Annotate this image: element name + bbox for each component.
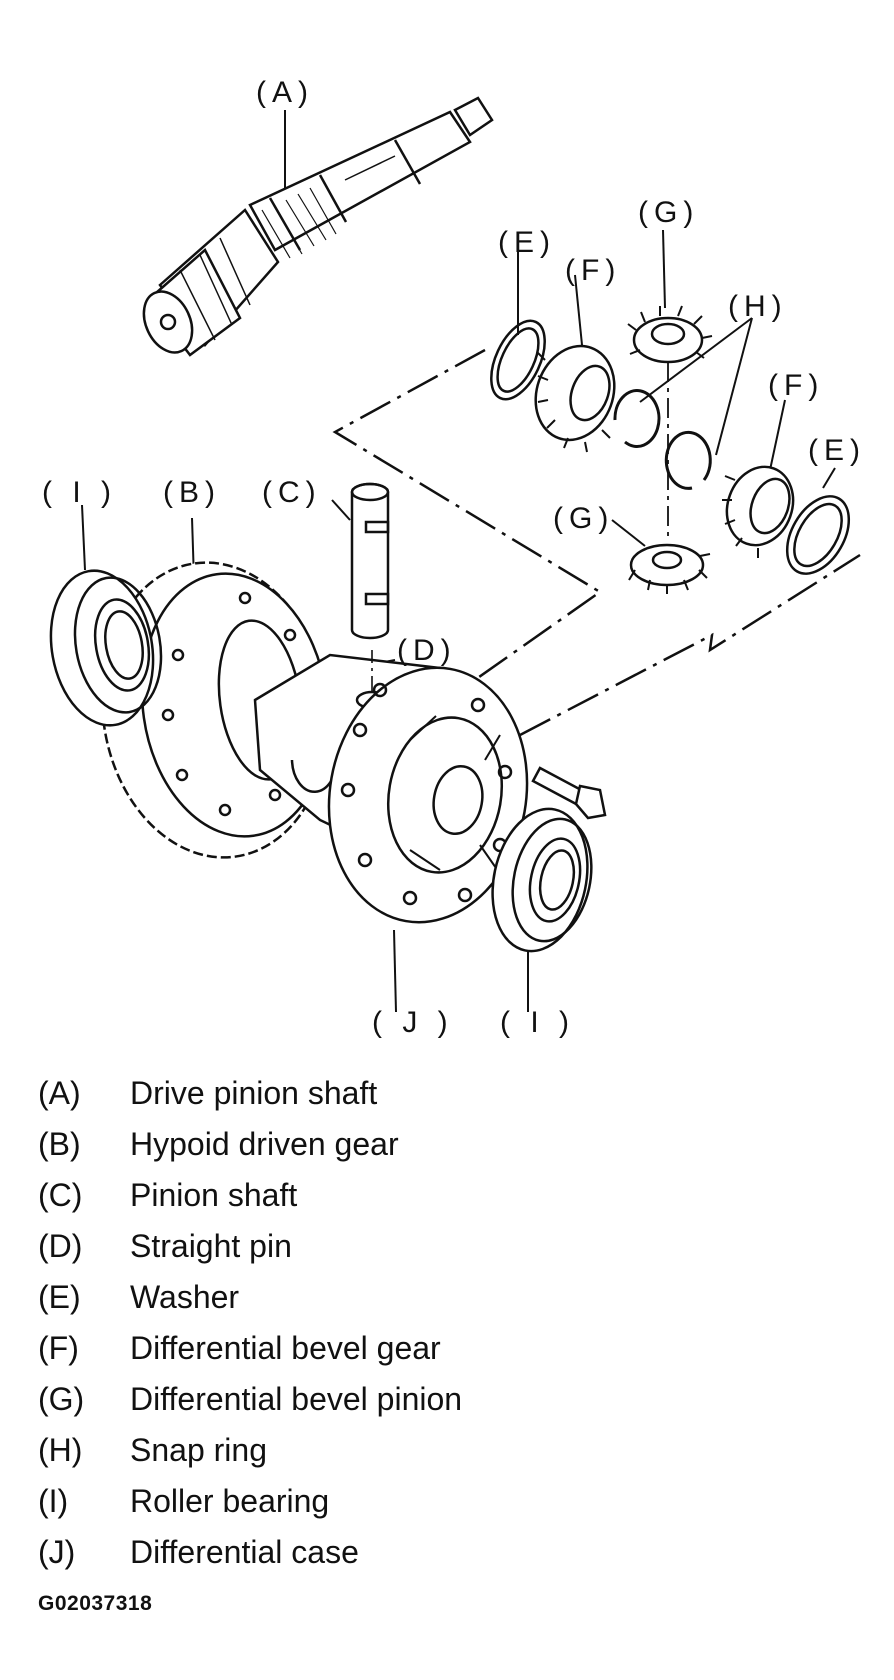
legend-text: Differential bevel pinion [130,1381,463,1417]
legend-key: (A) [38,1075,81,1111]
legend-text: Hypoid driven gear [130,1126,399,1162]
legend-row: (I) Roller bearing [38,1476,858,1527]
callout-j: ( J ) [372,1006,454,1039]
callout-f-lower: (F) [768,369,824,402]
assembly-outline [332,348,603,724]
assembly-outline-2 [519,553,861,737]
bevel-gear-lower [722,399,795,558]
legend-key: (D) [38,1228,83,1264]
legend-text: Washer [130,1279,240,1315]
legend-row: (E) Washer [38,1272,858,1323]
roller-bearing-left [49,504,163,727]
callout-g-upper: (G) [638,196,699,229]
callout-g-lower: (G) [553,502,614,535]
legend-row: (B) Hypoid driven gear [38,1119,858,1170]
legend-key: (F) [38,1330,79,1366]
bevel-pinion-lower [611,519,711,594]
legend-row: (H) Snap ring [38,1425,858,1476]
legend-row: (D) Straight pin [38,1221,858,1272]
parts-legend: (A) Drive pinion shaft (B) Hypoid driven… [38,1068,858,1578]
drive-pinion-shaft [142,96,494,357]
legend-text: Roller bearing [130,1483,330,1519]
callout-i-right: ( I ) [500,1006,575,1039]
differential-case [253,650,529,1013]
figure-id: G02037318 [38,1592,153,1615]
legend-key: (J) [38,1534,76,1570]
legend-key: (B) [38,1126,81,1162]
snap-rings [613,317,753,490]
legend-key: (E) [38,1279,81,1315]
callout-d: (D) [397,634,457,667]
legend-key: (C) [38,1177,83,1213]
legend-key: (H) [38,1432,83,1468]
legend-row: (G) Differential bevel pinion [38,1374,858,1425]
pinion-shaft [331,482,390,640]
legend-key: (G) [38,1381,85,1417]
legend-row: (C) Pinion shaft [38,1170,858,1221]
roller-bearing-right [491,807,593,1012]
legend-row: (F) Differential bevel gear [38,1323,858,1374]
callout-f-upper: (F) [565,254,621,287]
callout-e-upper: (E) [498,226,556,259]
callout-e-lower: (E) [808,434,866,467]
callout-i-left: ( I ) [42,476,117,509]
legend-text: Snap ring [130,1432,267,1468]
legend-row: (J) Differential case [38,1527,858,1578]
bevel-gear-upper [534,274,616,453]
bevel-pinion-upper [627,229,713,540]
callout-h: (H) [728,290,788,323]
legend-text: Pinion shaft [130,1177,298,1213]
case-bolt [531,766,607,820]
callout-b: (B) [163,476,221,509]
exploded-differential-diagram: (A) (E) (F) (G) (H) (F) (E) (G) ( I ) (B… [42,76,866,1039]
callout-a: (A) [256,76,314,109]
legend-text: Differential bevel gear [130,1330,441,1366]
callout-c: (C) [262,476,322,509]
washer-upper [490,248,546,401]
washer-lower [785,467,851,575]
legend-text: Straight pin [130,1228,292,1264]
legend-text: Differential case [130,1534,359,1570]
legend-text: Drive pinion shaft [130,1075,378,1111]
legend-key: (I) [38,1483,69,1519]
legend-row: (A) Drive pinion shaft [38,1068,858,1119]
